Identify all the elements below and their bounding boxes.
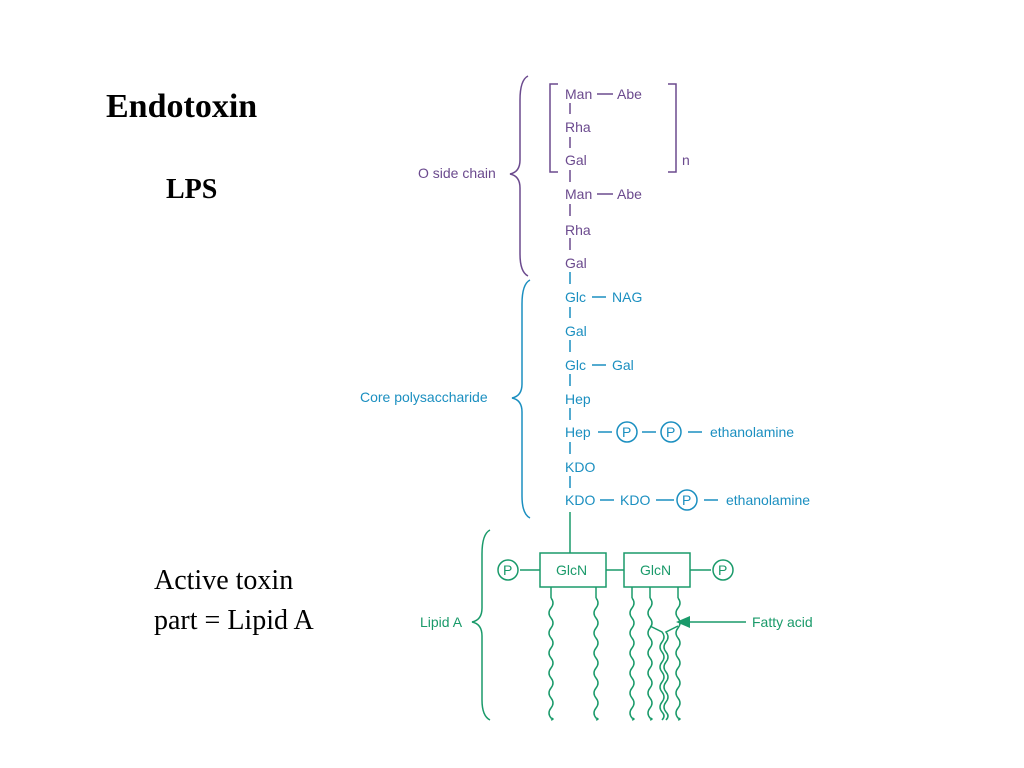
unit-glc-2: Glc bbox=[565, 357, 586, 373]
unit-hep-1: Hep bbox=[565, 391, 591, 407]
unit-man-1: Man bbox=[565, 86, 592, 102]
phosphate-circle-lipid-left bbox=[497, 559, 519, 581]
phosphate-circle-lipid-right bbox=[712, 559, 734, 581]
unit-kdo-1: KDO bbox=[565, 459, 595, 475]
fatty-acid-label: Fatty acid bbox=[752, 614, 813, 630]
unit-glc-1: Glc bbox=[565, 289, 586, 305]
lipid-a-group bbox=[471, 512, 746, 721]
note-line-2: part = Lipid A bbox=[154, 605, 314, 636]
unit-man-2: Man bbox=[565, 186, 592, 202]
branch-nag: NAG bbox=[612, 289, 642, 305]
phosphate-label-3: P bbox=[682, 492, 691, 508]
core-labels: Core polysaccharide Glc NAG Gal Glc Gal … bbox=[360, 289, 810, 508]
o-side-chain-label: O side chain bbox=[418, 165, 496, 181]
unit-hep-2: Hep bbox=[565, 424, 591, 440]
unit-gal-1: Gal bbox=[565, 152, 587, 168]
fatty-acid-arrowhead bbox=[676, 616, 690, 628]
o-side-chain-brace bbox=[509, 75, 529, 277]
phosphate-circle-1 bbox=[616, 421, 638, 443]
unit-gal-2: Gal bbox=[565, 255, 587, 271]
unit-rha-1: Rha bbox=[565, 119, 591, 135]
unit-gal-core: Gal bbox=[565, 323, 587, 339]
fatty-acid-chain bbox=[548, 597, 554, 721]
fatty-acid-chain bbox=[629, 597, 635, 721]
phosphate-label-2: P bbox=[666, 424, 675, 440]
lipid-a-labels: Lipid A P GlcN GlcN P Fatty acid bbox=[420, 562, 813, 630]
fatty-acid-chains bbox=[548, 587, 681, 721]
ethanolamine-label-1: ethanolamine bbox=[710, 424, 794, 440]
core-group bbox=[511, 279, 718, 519]
phosphate-label-lipid-right: P bbox=[718, 562, 727, 578]
phosphate-label-1: P bbox=[622, 424, 631, 440]
repeat-bracket-right bbox=[668, 83, 677, 173]
slide-title: Endotoxin bbox=[106, 88, 258, 125]
fatty-acid-chain bbox=[675, 597, 681, 721]
glcn-label-right: GlcN bbox=[640, 562, 671, 578]
o-side-chain-group bbox=[509, 75, 677, 284]
ethanolamine-label-2: ethanolamine bbox=[726, 492, 810, 508]
repeat-subscript: n bbox=[682, 152, 690, 168]
o-side-chain-labels: O side chain n Man Abe Rha Gal Man Abe R… bbox=[418, 86, 690, 271]
branch-gal: Gal bbox=[612, 357, 634, 373]
branch-abe-2: Abe bbox=[617, 186, 642, 202]
glcn-label-left: GlcN bbox=[556, 562, 587, 578]
branch-abe-1: Abe bbox=[617, 86, 642, 102]
lipid-a-brace bbox=[471, 529, 491, 721]
slide-subtitle: LPS bbox=[166, 174, 218, 205]
unit-rha-2: Rha bbox=[565, 222, 591, 238]
fatty-acid-branch-chain bbox=[649, 625, 665, 721]
core-brace bbox=[511, 279, 531, 519]
phosphate-label-lipid-left: P bbox=[503, 562, 512, 578]
phosphate-circle-2 bbox=[660, 421, 682, 443]
fatty-acid-chain bbox=[647, 597, 653, 721]
core-polysaccharide-label: Core polysaccharide bbox=[360, 389, 488, 405]
phosphate-circle-3 bbox=[676, 489, 698, 511]
lipid-a-label: Lipid A bbox=[420, 614, 463, 630]
unit-kdo-2: KDO bbox=[565, 492, 595, 508]
repeat-bracket-left bbox=[549, 83, 558, 173]
fatty-acid-chain bbox=[593, 597, 599, 721]
note-line-1: Active toxin bbox=[154, 565, 294, 596]
branch-kdo: KDO bbox=[620, 492, 650, 508]
fatty-acid-branch-chain bbox=[663, 625, 679, 721]
